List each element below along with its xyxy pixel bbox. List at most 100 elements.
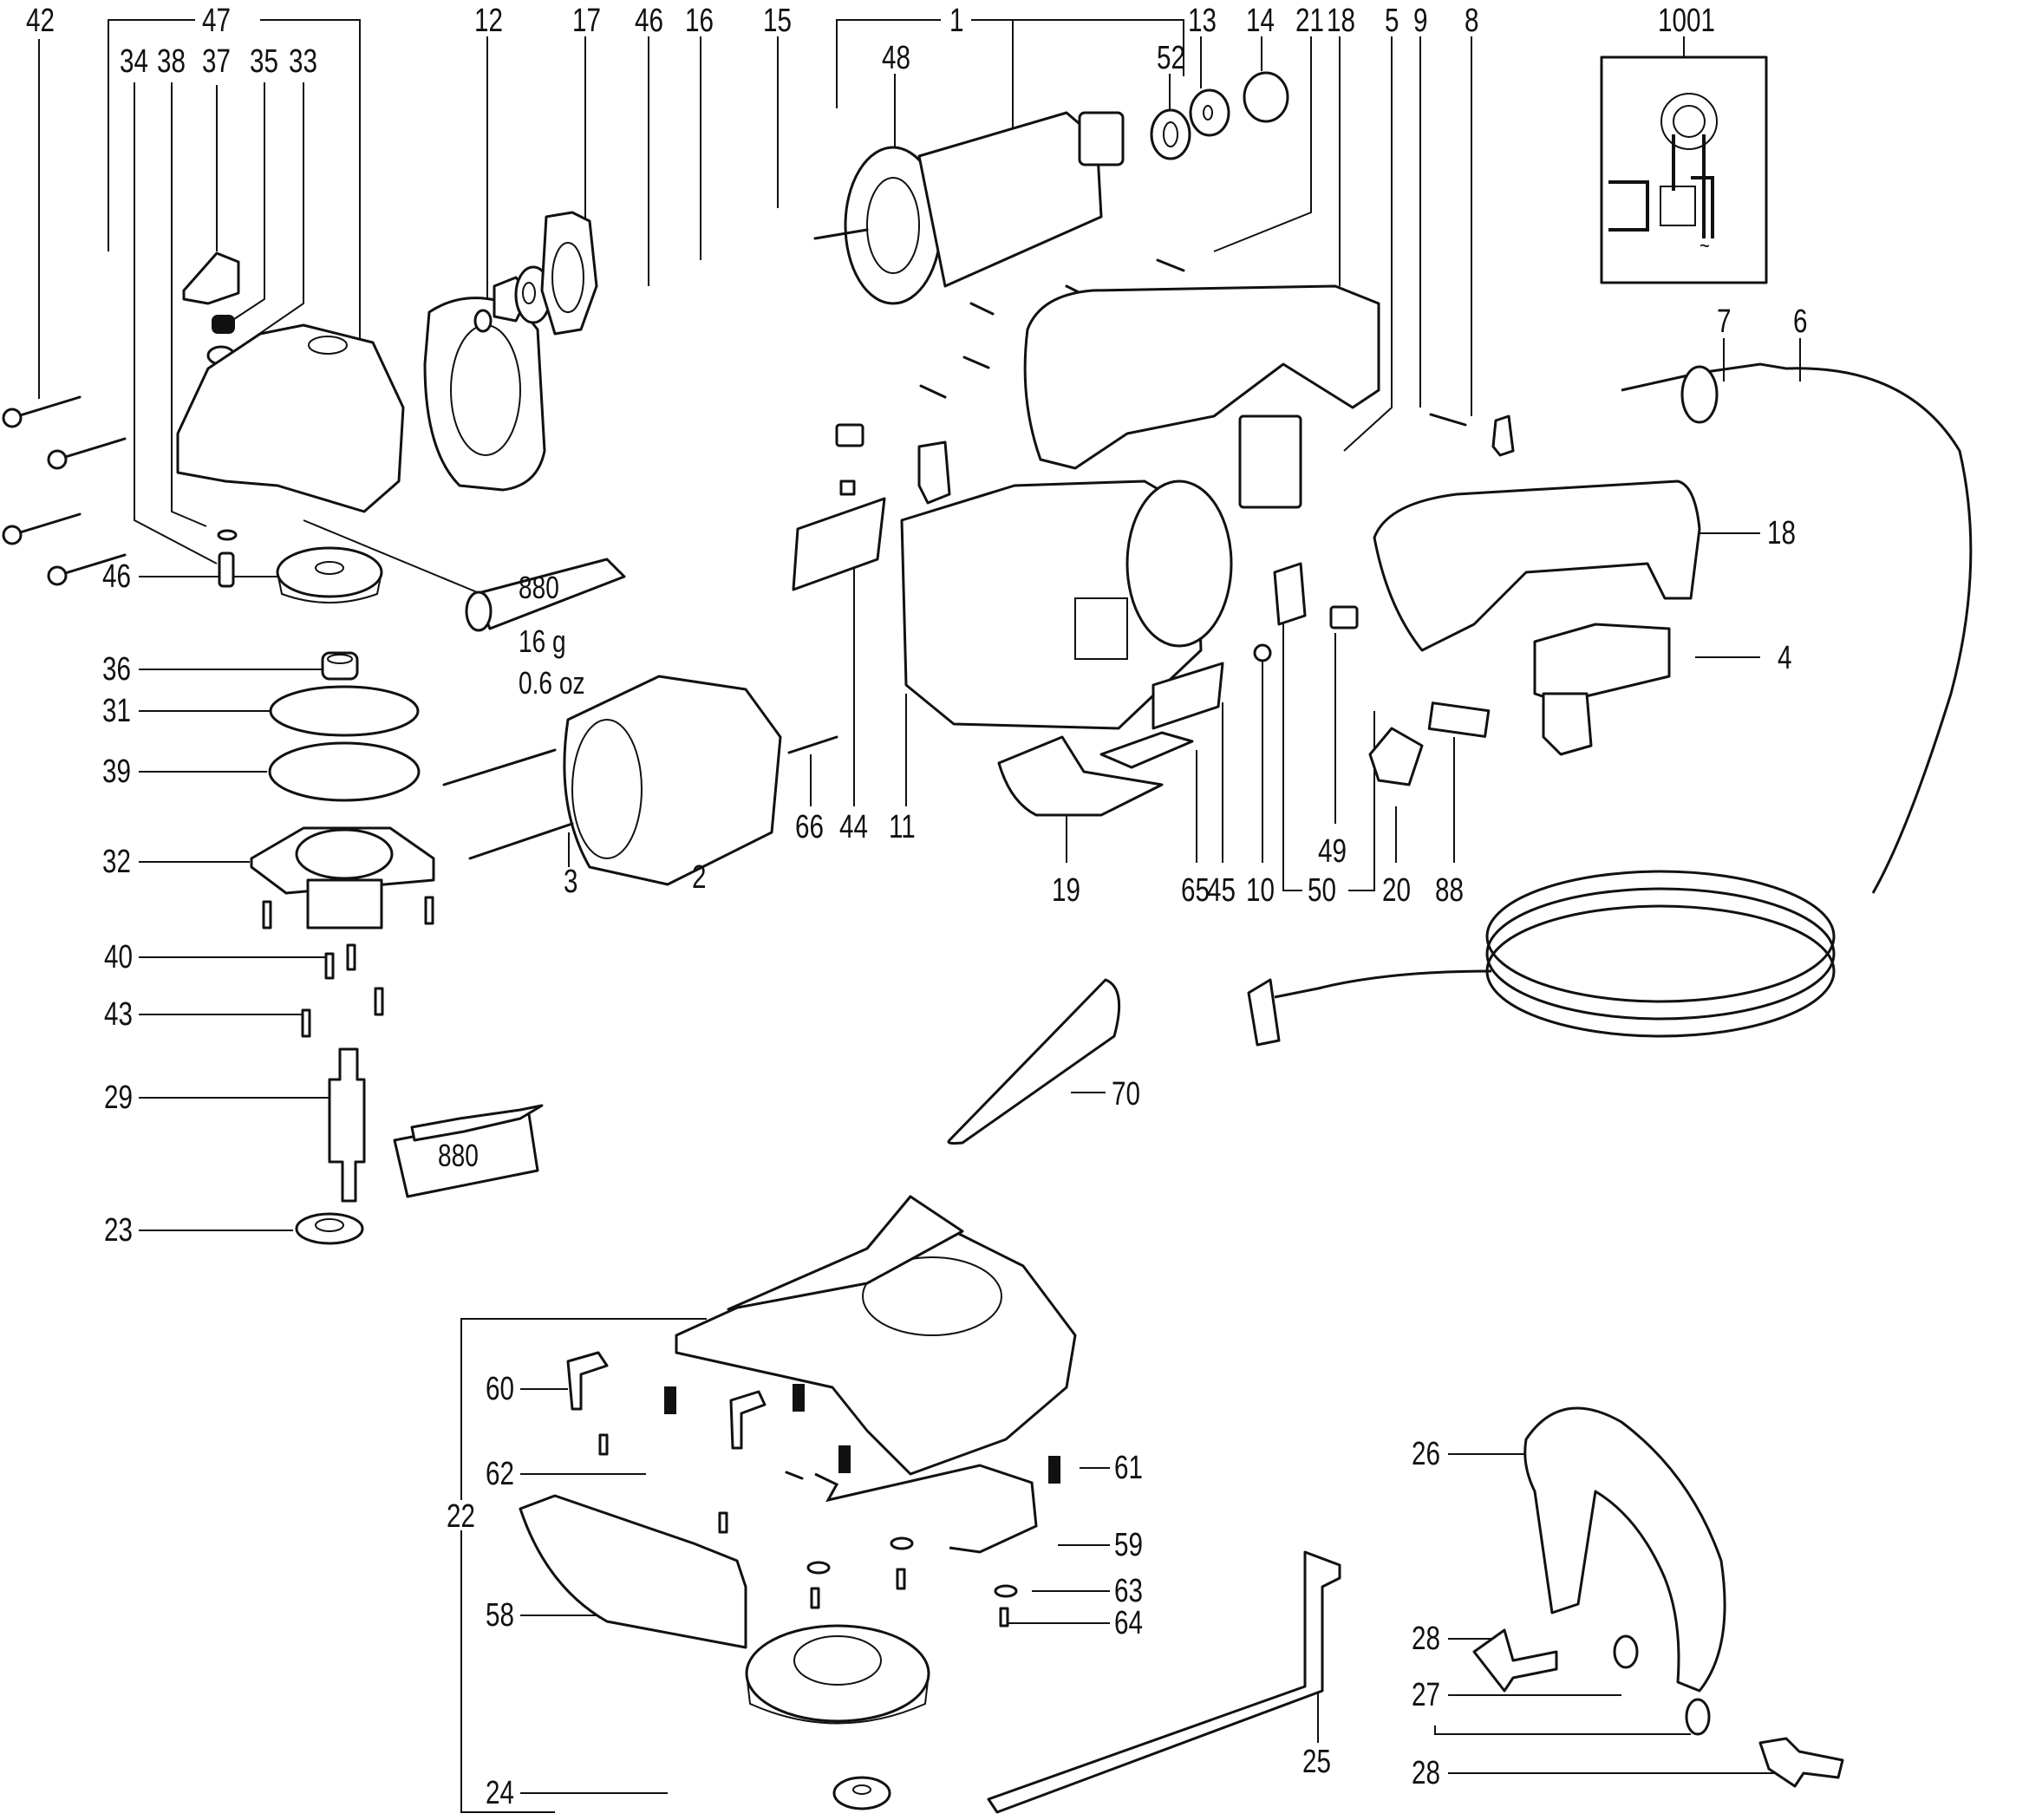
- callout-8: 8: [1465, 3, 1479, 39]
- clip-60: [566, 1351, 609, 1411]
- callout-60: 60: [486, 1371, 514, 1407]
- washer-52: [1150, 108, 1191, 160]
- motor-housing-11: [900, 479, 1233, 730]
- callout-23: 23: [104, 1212, 133, 1249]
- callout-2: 2: [692, 859, 707, 896]
- callout-7: 7: [1717, 303, 1732, 340]
- baffle-plate-15: [540, 211, 598, 336]
- callout-18-top: 18: [1327, 3, 1355, 39]
- callout-31: 31: [102, 693, 131, 729]
- callout-6: 6: [1793, 303, 1808, 340]
- callout-18-right: 18: [1767, 515, 1796, 551]
- callout-13: 13: [1188, 3, 1217, 39]
- hood-screw-set: [598, 1433, 914, 1609]
- callout-40: 40: [104, 939, 133, 975]
- callout-20: 20: [1382, 872, 1411, 909]
- callout-88: 88: [1435, 872, 1464, 909]
- needle-bearing-36: [321, 651, 359, 681]
- grease-tube-2-label: 880: [438, 1138, 479, 1173]
- callout-50: 50: [1308, 872, 1336, 909]
- callout-43: 43: [104, 996, 133, 1033]
- label-65: [1099, 731, 1194, 769]
- callout-36: 36: [102, 651, 131, 688]
- callout-49: 49: [1318, 833, 1347, 870]
- lock-washer-27-a: [1613, 1634, 1639, 1669]
- callout-22: 22: [447, 1498, 475, 1535]
- callout-16: 16: [685, 3, 714, 39]
- spring-61-d: [1048, 1456, 1060, 1484]
- wing-screw-28-b: [1758, 1737, 1844, 1788]
- grease-tube-label: 880: [519, 570, 559, 605]
- plug: [1247, 978, 1281, 1047]
- screw-10: [1253, 643, 1272, 662]
- grease-amount-ounces: 0.6 oz: [519, 665, 585, 701]
- spring-61-c: [838, 1445, 851, 1473]
- field-2: [563, 675, 782, 886]
- lock-pin-34: [218, 551, 235, 588]
- ac-symbol: ~: [1700, 232, 1710, 258]
- spindle-29: [328, 1047, 366, 1203]
- leader-lines: [38, 19, 1801, 1813]
- callout-4: 4: [1778, 640, 1792, 676]
- callout-5: 5: [1385, 3, 1399, 39]
- spindle-lock-button: [182, 251, 240, 305]
- o-ring-31: [269, 685, 420, 737]
- bow-handle-26: [1523, 1406, 1726, 1693]
- callout-17: 17: [572, 3, 601, 39]
- callout-61: 61: [1114, 1450, 1143, 1486]
- cup-wheel: [745, 1624, 930, 1725]
- callout-10: 10: [1246, 872, 1275, 909]
- pin-spanner-25: [987, 1550, 1341, 1814]
- callout-47: 47: [202, 3, 231, 39]
- screw-42-set: [2, 395, 127, 586]
- hose-adapter-70: [947, 978, 1121, 1145]
- callout-28-upper: 28: [1412, 1621, 1440, 1657]
- callout-3: 3: [564, 864, 578, 900]
- callout-42: 42: [26, 3, 55, 39]
- callout-14: 14: [1246, 3, 1275, 39]
- carbon-brush-49: [1329, 605, 1359, 629]
- callout-70: 70: [1112, 1076, 1140, 1112]
- spring-61-a: [664, 1386, 676, 1414]
- lock-washer-27-b: [1685, 1698, 1711, 1736]
- bearing-sleeve-14: [1243, 71, 1289, 123]
- wing-screw-28-a: [1472, 1628, 1558, 1693]
- wire-spring-59: [814, 1464, 1038, 1554]
- wiring-inset-1001: [1600, 55, 1768, 284]
- callout-27: 27: [1412, 1677, 1440, 1713]
- callout-37: 37: [202, 43, 231, 80]
- callout-26: 26: [1412, 1436, 1440, 1472]
- callout-19: 19: [1052, 872, 1080, 909]
- power-cord-6: [1247, 362, 1973, 1047]
- callout-48: 48: [882, 40, 910, 76]
- callout-32: 32: [102, 844, 131, 880]
- clamp-8: [1491, 414, 1515, 457]
- o-ring-38: [217, 529, 238, 541]
- brush-applicator: [410, 1104, 544, 1142]
- callout-62: 62: [486, 1456, 514, 1492]
- bevel-gear-46: [276, 546, 383, 598]
- pad-88: [1427, 701, 1491, 738]
- callout-45: 45: [1207, 872, 1236, 909]
- screw-small: [839, 479, 856, 496]
- spring-61-b: [793, 1384, 805, 1412]
- screw-3-b: [468, 822, 574, 860]
- callout-9: 9: [1413, 3, 1428, 39]
- callout-64: 64: [1114, 1605, 1143, 1641]
- washer-63: [994, 1584, 1018, 1598]
- label-45: [1152, 662, 1224, 730]
- callout-25: 25: [1302, 1744, 1331, 1780]
- carbon-brush: [835, 423, 864, 447]
- clip-60b: [729, 1390, 767, 1450]
- callout-65: 65: [1181, 872, 1210, 909]
- callout-1001: 1001: [1658, 3, 1715, 39]
- handle-shell-lower: [1373, 479, 1701, 652]
- callout-58: 58: [486, 1597, 514, 1634]
- screw-9: [1429, 413, 1467, 427]
- callout-52: 52: [1157, 40, 1185, 76]
- switch-4: [1533, 623, 1671, 704]
- ball-bearing-13: [1189, 88, 1230, 137]
- callout-59: 59: [1114, 1527, 1143, 1563]
- label-44: [792, 497, 886, 591]
